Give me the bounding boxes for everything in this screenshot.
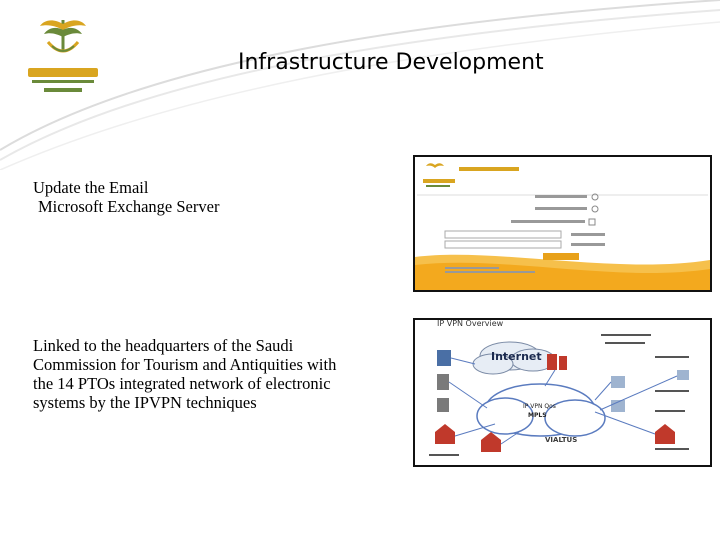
text-line: Microsoft Exchange Server [38, 197, 220, 216]
sctah-logo [28, 20, 98, 92]
text-line: Commission for Tourism and Antiquities w… [33, 355, 337, 374]
logo-tagline [44, 88, 82, 92]
username-field [444, 230, 562, 239]
outlook-login-screenshot [413, 155, 712, 292]
text-line: Update the Email [33, 178, 149, 197]
provider-label: VIALTUS [545, 436, 577, 444]
mpls-cloud-icon [476, 383, 606, 437]
checkbox-light-version [511, 218, 596, 226]
text-line: the 14 PTOs integrated network of electr… [33, 374, 331, 393]
logo-english-wordmark [32, 80, 94, 83]
email-update-text: Update the Email Microsoft Exchange Serv… [33, 178, 219, 216]
internet-cloud-icon [472, 341, 556, 375]
vpn-qos-label: IP VPN Qos [523, 403, 556, 410]
mini-logo-icon [423, 163, 455, 187]
network-description-text: Linked to the headquarters of the Saudi … [33, 336, 403, 412]
corner-swoosh-decoration [0, 0, 720, 170]
diagram-title: IP VPN Overview [437, 320, 504, 328]
password-field [444, 240, 562, 249]
server-icon [437, 350, 451, 412]
logo-arabic-wordmark [28, 68, 98, 77]
internet-label: Internet [491, 350, 542, 363]
login-button [543, 253, 579, 260]
radio-option-private [535, 205, 599, 213]
workstation-icon [611, 370, 689, 412]
ipvpn-network-diagram: IP VPN Overview Internet IP VPN Qos MPLS… [413, 318, 712, 467]
radio-option-public [535, 193, 599, 201]
mpls-label: MPLS [528, 412, 547, 419]
text-line: Linked to the headquarters of the Saudi [33, 336, 294, 355]
text-line: systems by the IPVPN techniques [33, 393, 257, 412]
branch-office-icon [435, 424, 675, 452]
slide-title: Infrastructure Development [238, 50, 544, 75]
firewall-icon [547, 354, 567, 370]
palm-emblem-icon [40, 20, 86, 53]
